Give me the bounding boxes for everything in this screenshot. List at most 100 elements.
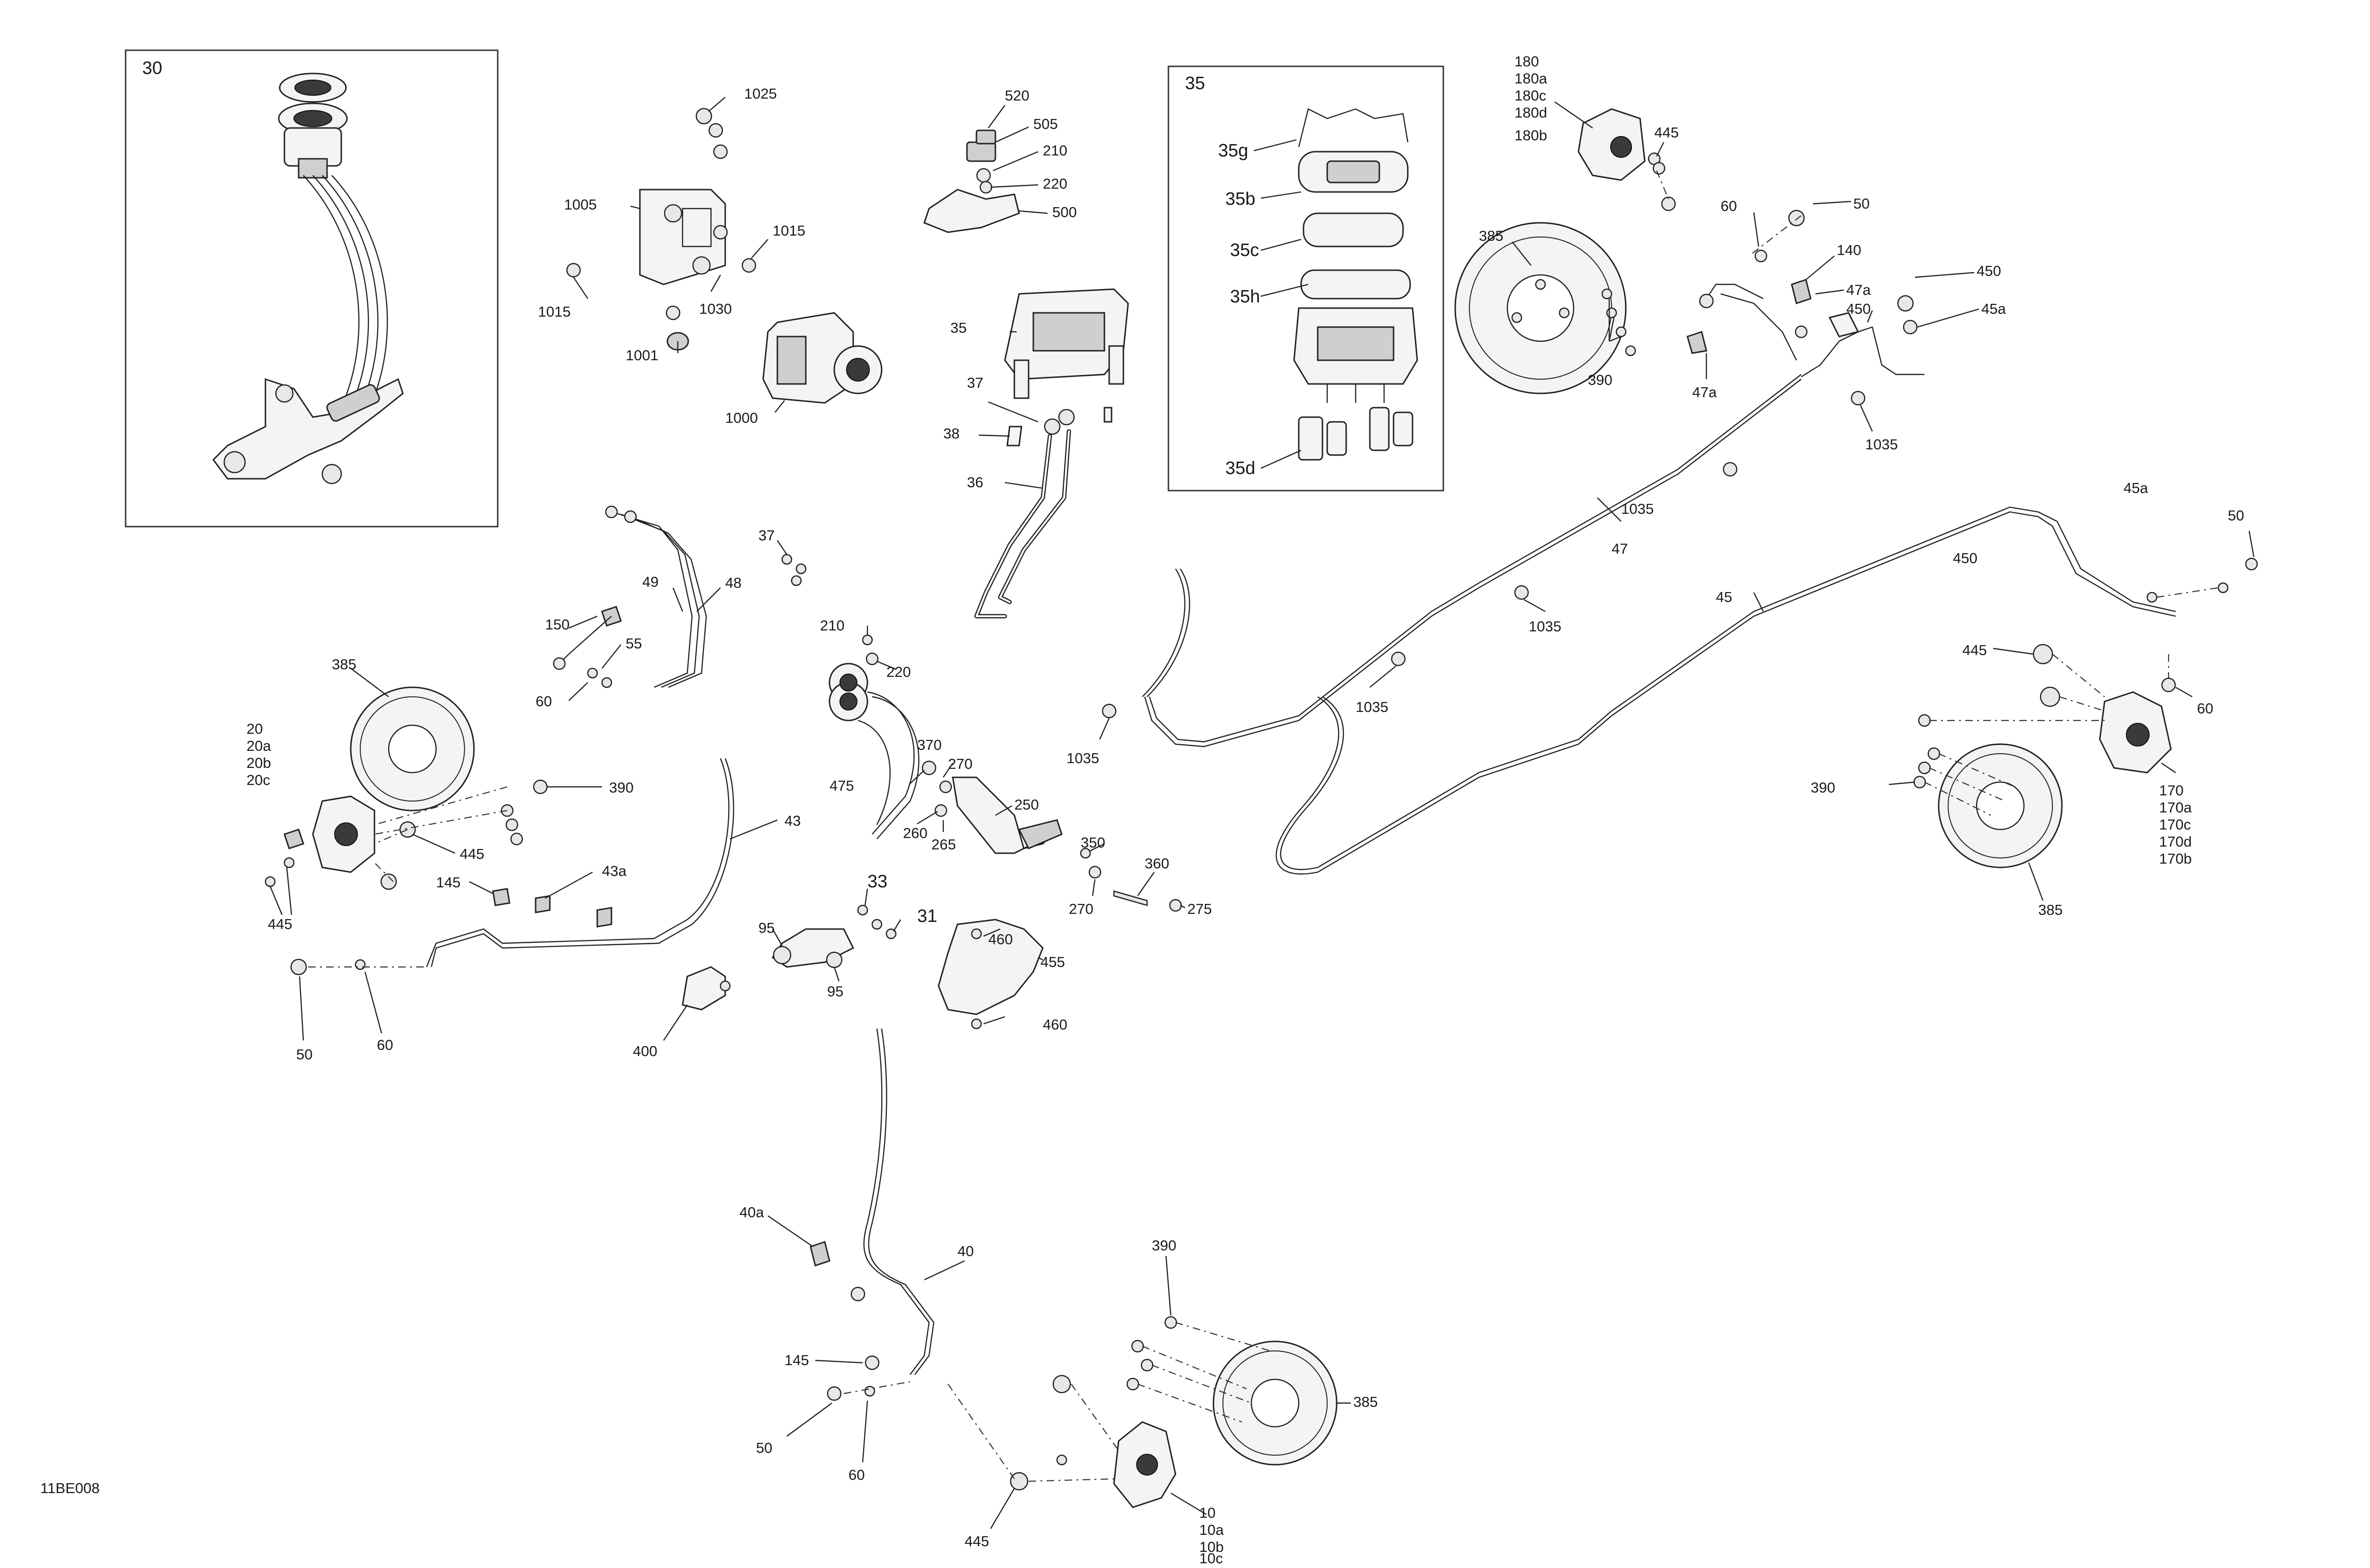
callout-450-mid: 450 — [1953, 550, 1978, 566]
callout-43: 43 — [784, 812, 801, 829]
callout-1035-b: 1035 — [1621, 501, 1654, 517]
callout-31: 31 — [917, 906, 937, 926]
callout-145-low: 145 — [784, 1352, 809, 1368]
callout-180a: 180a — [1514, 70, 1548, 87]
callout-210-mid: 210 — [820, 617, 845, 634]
callout-390-low: 390 — [1152, 1237, 1176, 1254]
callout-390-top: 390 — [1588, 372, 1613, 388]
callout-48: 48 — [725, 574, 741, 591]
callout-40a: 40a — [739, 1204, 764, 1221]
rear-upper-caliper-group — [1454, 101, 1676, 394]
ecu-35-group — [974, 288, 1129, 619]
callout-20: 20 — [246, 720, 263, 737]
callout-270-mid: 270 — [948, 756, 973, 772]
callout-35b: 35b — [1225, 189, 1255, 209]
callout-10b: 10b — [1199, 1539, 1224, 1555]
callout-50-right: 50 — [2228, 507, 2244, 524]
callout-475: 475 — [830, 777, 854, 794]
callout-445-top: 445 — [1654, 124, 1679, 141]
callout-145-left: 145 — [436, 874, 461, 891]
callout-33: 33 — [867, 872, 887, 892]
callout-60-left-upper: 60 — [536, 693, 552, 710]
callout-170d: 170d — [2159, 833, 2192, 850]
left-front-group — [264, 505, 807, 1041]
callout-250: 250 — [1014, 796, 1039, 813]
callout-150: 150 — [545, 616, 570, 633]
callout-10c: 10c — [1199, 1550, 1223, 1567]
callout-260: 260 — [903, 825, 928, 841]
callout-1001: 1001 — [626, 347, 658, 364]
callout-1025: 1025 — [744, 85, 777, 102]
drawing-code: 11BE008 — [40, 1480, 100, 1496]
callout-38: 38 — [943, 425, 959, 442]
callout-47a-lower: 47a — [1692, 384, 1717, 401]
callout-37-top: 37 — [967, 374, 983, 391]
callout-1015-left: 1015 — [538, 303, 571, 320]
callout-220-top: 220 — [1043, 175, 1067, 192]
callout-45a-upper: 45a — [1981, 301, 2006, 317]
callout-140: 140 — [1837, 242, 1861, 258]
callout-1035-d: 1035 — [1356, 699, 1388, 715]
callout-385-right: 385 — [2038, 902, 2063, 918]
callout-180b: 180b — [1514, 127, 1547, 144]
callout-170: 170 — [2159, 782, 2184, 799]
pedal-master-group — [663, 626, 1185, 1041]
callout-1005: 1005 — [564, 196, 597, 213]
callout-20a: 20a — [246, 738, 271, 754]
callout-50-top: 50 — [1853, 195, 1869, 212]
callout-390-left: 390 — [609, 779, 634, 796]
callout-35d: 35d — [1225, 458, 1255, 478]
callout-385-top: 385 — [1479, 228, 1504, 244]
rear-brake-lines — [1099, 201, 2176, 875]
callout-1000: 1000 — [725, 410, 758, 426]
callout-35: 35 — [950, 319, 966, 336]
callout-500: 500 — [1052, 204, 1077, 220]
callout-35h: 35h — [1230, 287, 1260, 307]
callout-45a-right: 45a — [2124, 480, 2148, 496]
abs-module-group — [566, 97, 883, 413]
bracket-500-group — [923, 105, 1048, 233]
callout-43a: 43a — [602, 863, 627, 879]
callout-20c: 20c — [246, 772, 270, 788]
callout-170c: 170c — [2159, 816, 2191, 833]
callout-55: 55 — [626, 635, 642, 652]
callout-1015-right: 1015 — [773, 222, 805, 239]
callout-520: 520 — [1005, 87, 1030, 104]
callout-40: 40 — [957, 1243, 974, 1259]
callout-360: 360 — [1145, 855, 1169, 872]
callout-445-right: 445 — [1962, 642, 1987, 658]
callout-47: 47 — [1612, 540, 1628, 557]
callout-95-left: 95 — [758, 920, 775, 936]
callout-36: 36 — [967, 474, 983, 491]
callout-20b: 20b — [246, 755, 271, 771]
callout-1035-e: 1035 — [1066, 750, 1099, 766]
callout-450-upper: 450 — [1846, 301, 1871, 317]
callout-180d: 180d — [1514, 104, 1547, 121]
callout-445-left-mid: 445 — [460, 846, 484, 862]
callout-220-mid: 220 — [886, 664, 911, 680]
box-35-title: 35 — [1185, 73, 1205, 93]
callout-45: 45 — [1716, 589, 1732, 605]
callout-60-left: 60 — [377, 1037, 393, 1053]
callout-60-low: 60 — [848, 1467, 865, 1483]
callout-385-left: 385 — [332, 656, 356, 673]
right-rear-caliper-group — [1888, 530, 2258, 901]
callout-60-right: 60 — [2197, 700, 2213, 717]
callout-370: 370 — [917, 737, 942, 753]
callout-47a-upper: 47a — [1846, 282, 1871, 298]
callout-1035-a: 1035 — [1865, 436, 1898, 453]
callout-400: 400 — [633, 1043, 657, 1059]
callout-35g: 35g — [1218, 141, 1248, 161]
callout-37-mid: 37 — [758, 527, 775, 544]
callout-210-top: 210 — [1043, 142, 1067, 159]
callout-60-top: 60 — [1721, 198, 1737, 214]
callout-50-low: 50 — [756, 1440, 772, 1456]
callout-50-left: 50 — [296, 1046, 312, 1063]
callout-460-upper: 460 — [988, 931, 1013, 948]
callout-49: 49 — [642, 574, 658, 590]
callout-385-low: 385 — [1353, 1394, 1378, 1410]
callout-455: 455 — [1040, 954, 1065, 970]
callout-95-low: 95 — [827, 983, 843, 1000]
callout-390-right: 390 — [1811, 779, 1835, 796]
